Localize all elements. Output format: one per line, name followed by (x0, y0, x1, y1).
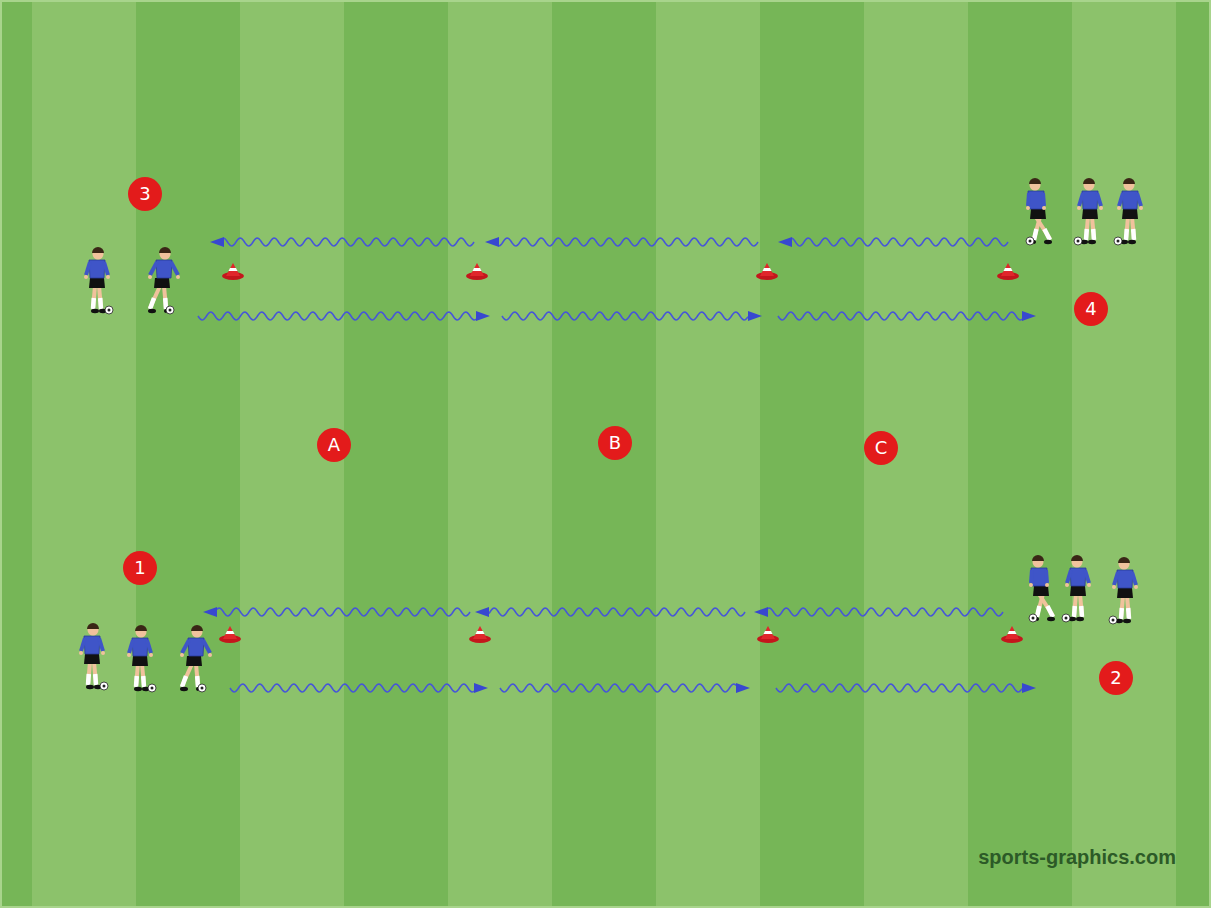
player-figure (180, 625, 212, 691)
callout-letter: 3 (139, 185, 150, 203)
callout-letter: 2 (1110, 669, 1121, 687)
soccer-ball (1114, 237, 1122, 245)
dribble-arrow (198, 311, 490, 321)
cone-marker (219, 626, 241, 643)
callout-circle: 1 (123, 551, 157, 585)
soccer-ball (105, 306, 113, 314)
callout-circle: C (864, 431, 898, 465)
soccer-ball (166, 306, 174, 314)
callout-letter: 1 (134, 559, 145, 577)
callout-circle: A (317, 428, 351, 462)
dribble-arrow (203, 607, 470, 617)
pitch-stripe (344, 0, 448, 908)
dribble-arrow (475, 607, 745, 617)
callout-circle: B (598, 426, 632, 460)
pitch-stripe (552, 0, 656, 908)
player-figure (1026, 178, 1052, 244)
callout-circle: 3 (128, 177, 162, 211)
player-figure (127, 625, 153, 691)
pitch-stripe (0, 0, 32, 908)
player-figure (1112, 557, 1138, 623)
cone-marker (222, 263, 244, 280)
pitch-stripe (656, 0, 760, 908)
player-figure (1077, 178, 1103, 244)
dribble-arrow (778, 237, 1008, 247)
pitch-stripe (968, 0, 1072, 908)
soccer-ball (198, 684, 206, 692)
cone-marker (466, 263, 488, 280)
pitch-stripe (136, 0, 240, 908)
soccer-ball (100, 682, 108, 690)
callout-letter: A (328, 436, 340, 454)
pitch-stripe (1072, 0, 1176, 908)
soccer-ball (1074, 237, 1082, 245)
cone-marker (756, 263, 778, 280)
cone-marker (997, 263, 1019, 280)
soccer-ball (1029, 614, 1037, 622)
callout-letter: B (609, 434, 621, 452)
pitch-stripe (760, 0, 864, 908)
pitch-stripe (32, 0, 136, 908)
soccer-ball (148, 684, 156, 692)
soccer-ball (1026, 237, 1034, 245)
watermark-text: sports-graphics.com (978, 846, 1176, 869)
pitch-stripe (1176, 0, 1211, 908)
player-figure (148, 247, 180, 313)
player-figure (1117, 178, 1143, 244)
dribble-arrow (210, 237, 474, 247)
soccer-ball (1109, 616, 1117, 624)
callout-letter: C (875, 439, 888, 457)
callout-circle: 4 (1074, 292, 1108, 326)
cone-marker (757, 626, 779, 643)
dribble-arrow (778, 311, 1036, 321)
dribble-arrow (500, 683, 750, 693)
dribble-arrow (776, 683, 1036, 693)
callout-circle: 2 (1099, 661, 1133, 695)
player-figure (79, 623, 105, 689)
soccer-ball (1062, 614, 1070, 622)
callout-letter: 4 (1085, 300, 1096, 318)
dribble-arrow (230, 683, 488, 693)
dribble-arrow (502, 311, 762, 321)
player-figure (84, 247, 110, 313)
player-figure (1029, 555, 1055, 621)
cone-marker (469, 626, 491, 643)
player-figure (1065, 555, 1091, 621)
pitch-stripe (864, 0, 968, 908)
dribble-arrow (485, 237, 758, 247)
pitch-stripe (448, 0, 552, 908)
cone-marker (1001, 626, 1023, 643)
dribble-arrow (754, 607, 1003, 617)
